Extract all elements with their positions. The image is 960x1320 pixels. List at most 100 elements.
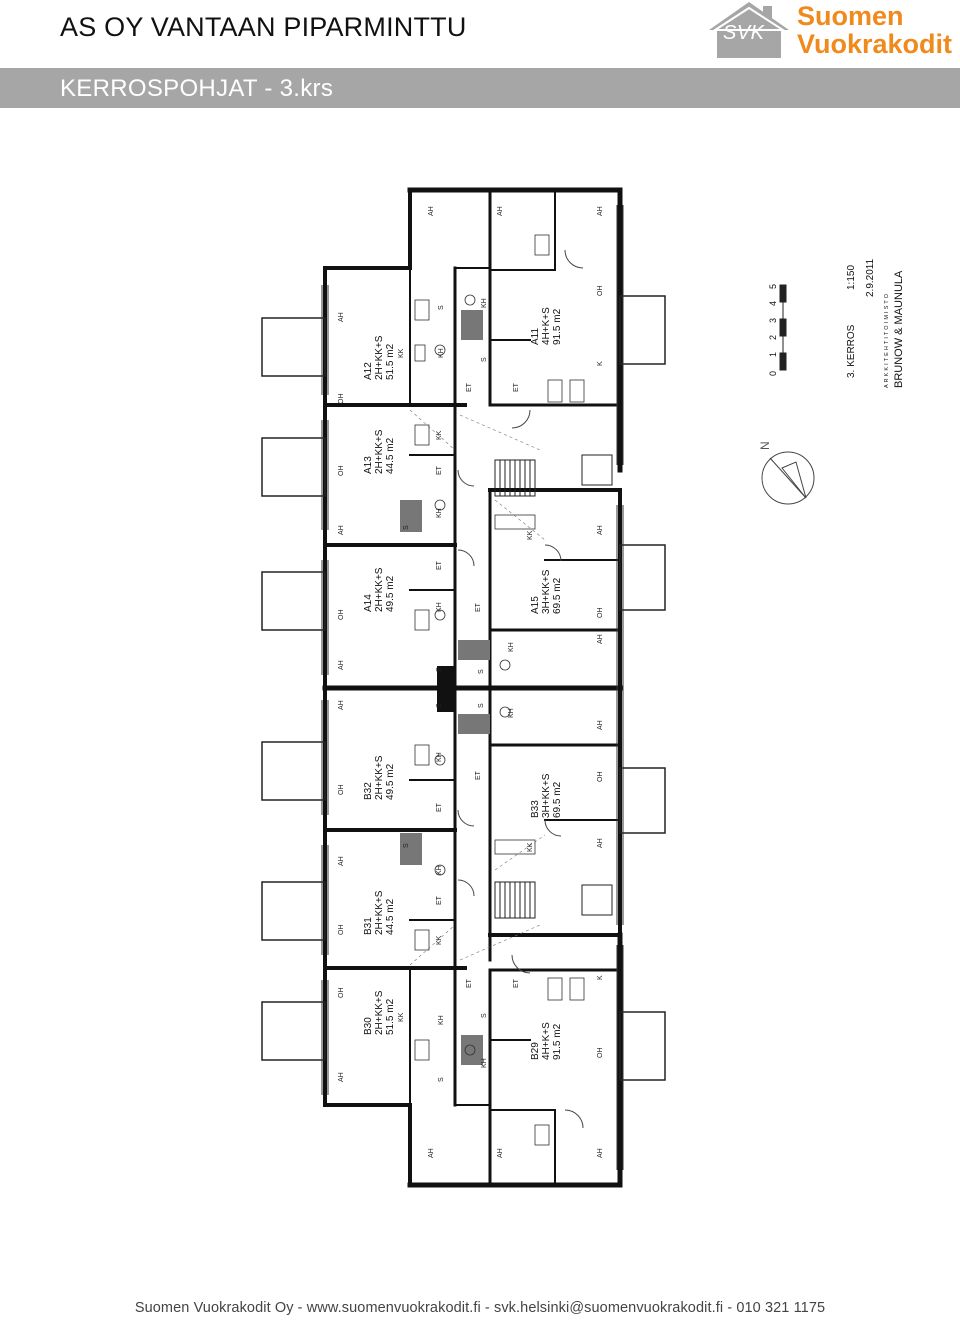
room-tag-kh: KH [508,642,515,652]
north-arrow-icon [761,451,815,505]
room-tag-kh: KH [508,708,515,718]
apartment-area: 91.5 m2 [552,1023,563,1060]
room-tag-oh: OH [338,784,345,796]
house-logo-icon [709,2,789,58]
apartment-type: 3H+KK+S [541,773,552,818]
scale-tick-3: 3 [768,317,778,323]
room-tag-ah: AH [597,720,604,730]
room-tag-ah: AH [597,838,604,848]
room-tag-ah: AH [597,206,604,216]
door-swings [457,249,584,1129]
office-name: BRUNOW & MAUNULA [893,270,905,388]
room-tag-s: S [481,1013,488,1018]
room-tag-k: K [597,975,604,980]
apartment-area: 49.5 m2 [385,763,396,800]
stairwell-north [494,454,613,497]
room-tag-ah: AH [497,1148,504,1158]
dashed-marks [409,409,546,966]
scale-bar [779,284,787,371]
date-label: 2.9.2011 [865,258,876,297]
apartment-type: 3H+KK+S [541,569,552,614]
room-tag-s: S [436,703,443,708]
apartment-label-a12: A12 2H+KK+S 51.5 m2 [363,336,396,380]
room-tag-kk: KK [398,1012,405,1022]
apartment-id: B33 [530,800,541,818]
room-tag-s: S [478,669,485,674]
room-tag-ah: AH [597,1148,604,1158]
apartment-label-b29: B29 4H+K+S 91.5 m2 [530,1022,563,1060]
room-tag-et: ET [466,383,473,392]
scale-tick-1: 1 [768,351,778,357]
logo-line2: Vuokrakodit [797,29,953,59]
apartment-id: A12 [363,362,374,380]
apartment-area: 91.5 m2 [552,308,563,345]
room-tag-kh: KH [436,865,443,875]
room-tag-et: ET [466,979,473,988]
scale-tick-0: 0 [768,370,778,376]
floor-label: 3. KERROS [846,324,857,378]
room-tag-oh: OH [597,771,604,783]
apartment-area: 49.5 m2 [385,575,396,612]
apartment-label-a15: A15 3H+KK+S 69.5 m2 [530,570,563,614]
scale-tick-4: 4 [768,300,778,306]
room-tag-oh: OH [338,609,345,621]
room-tag-ah: AH [338,700,345,710]
room-tag-s: S [481,357,488,362]
north-label: N [758,441,772,450]
apartment-label-a11: A11 4H+K+S 91.5 m2 [530,307,563,345]
room-tag-et: ET [436,803,443,812]
page-title: AS OY VANTAAN PIPARMINTTU [60,12,467,42]
apartment-id: A14 [363,594,374,612]
apartment-type: 2H+KK+S [374,755,385,800]
apartment-type: 2H+KK+S [374,990,385,1035]
scale-tick-2: 2 [768,334,778,340]
room-tag-et: ET [475,603,482,612]
room-tag-ah: AH [338,312,345,322]
apartment-label-a14: A14 2H+KK+S 49.5 m2 [363,568,396,612]
apartment-area: 44.5 m2 [385,437,396,474]
apartment-type: 2H+KK+S [374,567,385,612]
windows [321,205,624,1170]
apartment-area: 51.5 m2 [385,343,396,380]
room-tag-ah: AH [428,206,435,216]
logo-badge: SVK [723,22,765,44]
room-tag-s: S [478,703,485,708]
apartment-type: 2H+KK+S [374,890,385,935]
room-tag-s: S [438,1077,445,1082]
apartment-type: 4H+K+S [541,307,552,345]
room-tag-kk: KK [436,430,443,440]
apartment-area: 44.5 m2 [385,898,396,935]
room-tag-ah: AH [338,525,345,535]
room-tag-et: ET [436,466,443,475]
room-tag-ah: AH [497,206,504,216]
room-tag-oh: OH [338,924,345,936]
fixtures [414,234,585,1146]
apartment-area: 51.5 m2 [385,998,396,1035]
apartment-area: 69.5 m2 [552,577,563,614]
room-tag-kh: KH [438,348,445,358]
apartment-id: A13 [363,456,374,474]
office-caption: A R K K I T E H T I T O I M I S T O [884,293,890,388]
room-tag-et: ET [436,561,443,570]
room-tag-s: S [438,305,445,310]
structural-cores [400,310,490,1065]
company-logo: SVK Suomen Vuokrakodit [705,0,960,64]
scale-label: 1:150 [846,264,857,290]
apartment-type: 4H+K+S [541,1022,552,1060]
room-tag-kk: KK [527,842,534,852]
room-tag-et: ET [475,771,482,780]
room-tag-kh: KH [481,1058,488,1068]
page-subtitle: KERROSPOHJAT - 3.krs [60,75,334,102]
room-tag-et: ET [436,896,443,905]
room-tag-ah: AH [597,634,604,644]
room-tag-oh: OH [338,987,345,999]
footer-contact: Suomen Vuokrakodit Oy - www.suomenvuokra… [134,1300,826,1316]
room-tag-kh: KH [481,298,488,308]
room-tag-oh: OH [597,607,604,619]
room-tag-kh: KH [436,508,443,518]
logo-line1: Suomen [797,1,904,31]
scale-tick-5: 5 [768,283,778,289]
room-tag-s: S [403,525,410,530]
room-tag-et: ET [513,979,520,988]
room-tag-ah: AH [338,660,345,670]
